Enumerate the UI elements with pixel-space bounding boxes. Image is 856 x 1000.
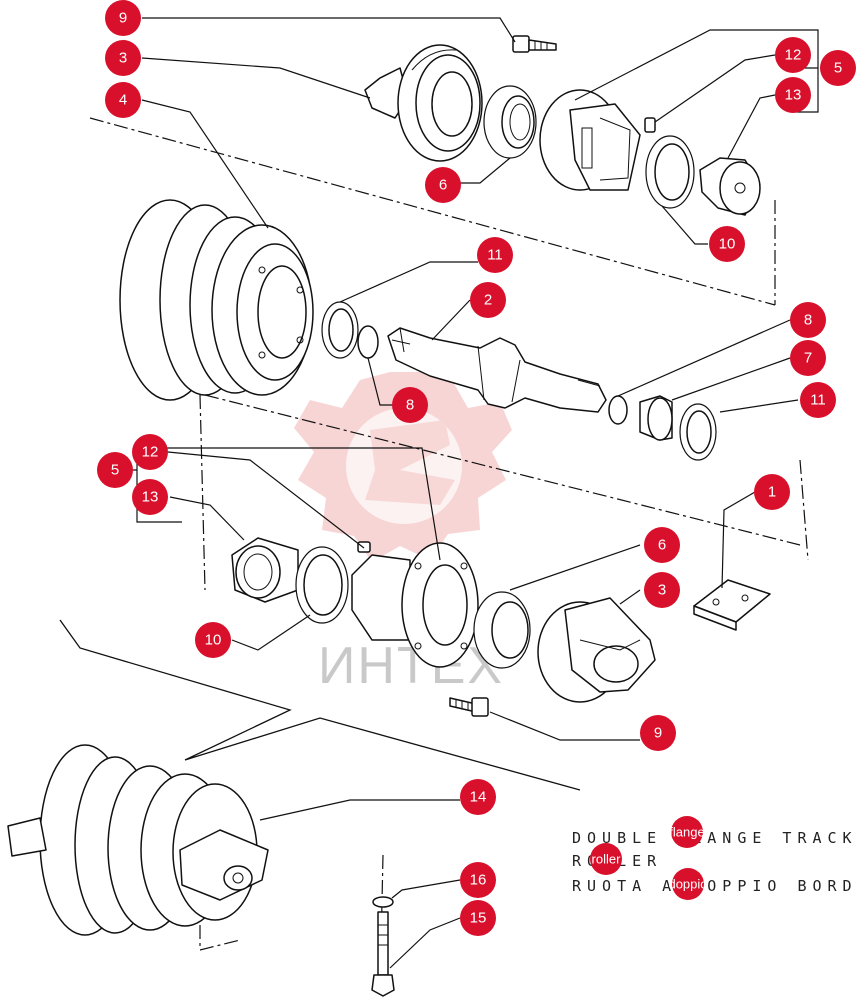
callout-9-lower[interactable]: 9 [640,715,676,751]
svg-text:10: 10 [719,236,736,253]
svg-text:11: 11 [487,247,503,264]
svg-text:3: 3 [119,50,127,67]
svg-text:5: 5 [111,462,119,479]
chip-flange[interactable]: flange [669,816,705,848]
ring-right [679,403,717,461]
callout-15[interactable]: 15 [460,900,496,936]
svg-text:13: 13 [785,87,802,104]
oring-right [608,395,628,425]
callout-11-top[interactable]: 11 [477,237,513,273]
shaft [387,327,607,413]
callout-11-right[interactable]: 11 [800,382,836,418]
callout-8-right[interactable]: 8 [790,302,826,338]
callout-6-top[interactable]: 6 [425,167,461,203]
svg-text:12: 12 [785,47,802,64]
svg-text:doppio: doppio [668,877,707,892]
svg-text:8: 8 [804,312,812,329]
watermark-text: ИНТЕХ [318,637,504,695]
svg-text:1: 1 [768,484,776,501]
caption-line-3: RUOTA A DOPPIO BORDO [572,877,856,895]
caption-line-1: DOUBLE FLANGE TRACK [572,829,856,847]
sleeve [639,395,673,441]
svg-text:12: 12 [142,444,159,461]
bushing-top [699,157,761,216]
callout-10-top[interactable]: 10 [709,226,745,262]
callout-1[interactable]: 1 [754,474,790,510]
svg-text:8: 8 [406,397,414,414]
pin-top [644,117,656,133]
seal-lower [473,591,531,669]
svg-text:15: 15 [470,910,487,927]
callout-3-lower[interactable]: 3 [644,572,680,608]
svg-text:3: 3 [658,582,666,599]
callout-12-lower[interactable]: 12 [132,434,168,470]
oring-left [357,325,379,359]
chip-doppio[interactable]: doppio [668,868,708,900]
bolt-top [512,35,557,53]
callout-10-lower[interactable]: 10 [195,622,231,658]
seal-top [483,85,537,159]
svg-text:9: 9 [119,10,127,27]
plate [693,579,771,631]
housing-lower [537,597,656,703]
svg-text:roller: roller [592,852,622,867]
watermark-logo [294,372,512,562]
callout-2[interactable]: 2 [470,282,506,318]
callout-4[interactable]: 4 [105,82,141,118]
bolt-vertical [371,896,395,997]
caption: DOUBLE FLANGE TRACK ROLLER RUOTA A DOPPI… [572,829,856,895]
callout-5-lower[interactable]: 5 [97,452,133,488]
callout-14[interactable]: 14 [460,779,496,815]
roller-assembled [7,744,269,936]
ring-left [321,301,359,359]
svg-text:9: 9 [654,725,662,742]
callout-5-top[interactable]: 5 [820,50,856,86]
housing-top [364,44,483,162]
svg-text:14: 14 [470,789,487,806]
collar-top [539,89,641,191]
roller-main [119,199,314,401]
chip-roller[interactable]: roller [590,843,622,875]
svg-text:6: 6 [658,537,666,554]
bolt-lower [449,697,489,717]
svg-text:5: 5 [834,60,842,77]
gasket-lower [295,546,349,624]
leader-lines [120,17,819,969]
overlay-chips: flange roller doppio [590,816,708,900]
callout-8-left[interactable]: 8 [392,387,428,423]
bushing-lower [231,537,299,603]
callout-16[interactable]: 16 [460,862,496,898]
svg-text:6: 6 [439,177,447,194]
construction-lines [59,117,809,996]
callout-7[interactable]: 7 [790,340,826,376]
svg-text:11: 11 [810,392,826,409]
svg-text:16: 16 [470,872,487,889]
callout-9-top[interactable]: 9 [105,0,141,36]
callout-3-top[interactable]: 3 [105,40,141,76]
svg-text:10: 10 [205,632,222,649]
collar-lower [351,542,479,668]
svg-text:13: 13 [142,489,159,506]
callout-13-top[interactable]: 13 [775,77,811,113]
svg-text:4: 4 [119,92,127,109]
callout-12-top[interactable]: 12 [775,37,811,73]
callout-6-lower[interactable]: 6 [644,527,680,563]
svg-text:flange: flange [669,825,704,840]
pin-lower [357,541,371,553]
callout-13-lower[interactable]: 13 [132,479,168,515]
svg-text:7: 7 [804,350,812,367]
svg-text:2: 2 [484,292,492,309]
callouts: 9 3 4 12 5 13 6 10 11 2 8 8 7 11 1 5 12 … [97,0,856,936]
gasket-top [645,135,695,209]
